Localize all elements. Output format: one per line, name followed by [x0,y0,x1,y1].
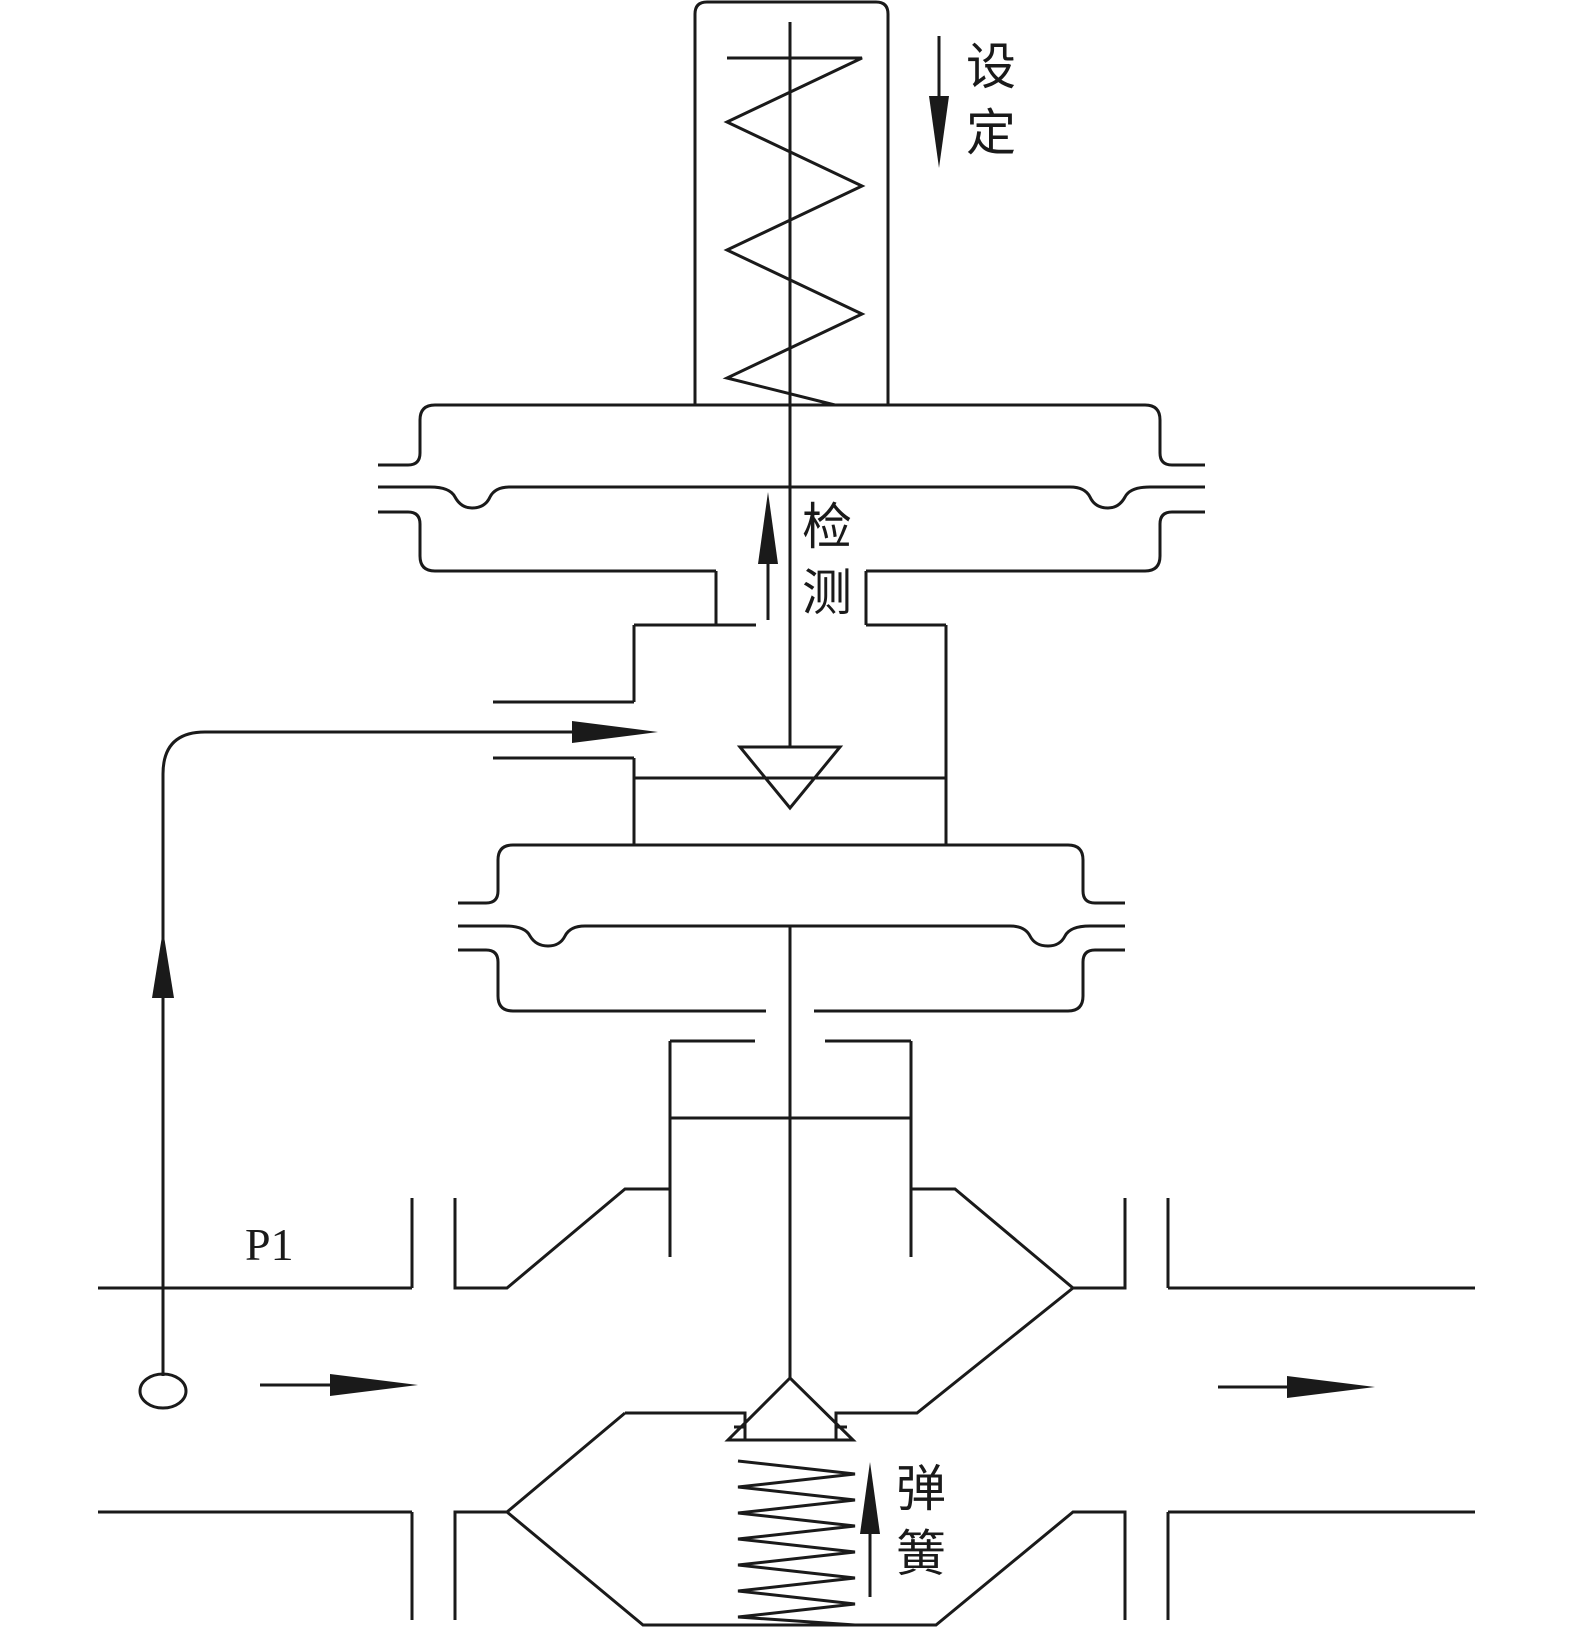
inlet-flow-arrow [260,1374,418,1396]
lower-diaphragm-chamber [458,843,1125,1013]
impulse-line [152,721,658,1376]
label-spring-1: 弹 [896,1461,946,1517]
setting-spring [722,56,866,407]
return-spring [737,1459,856,1627]
outlet-pipe [1166,1198,1475,1620]
label-setting-2: 定 [966,105,1016,161]
label-detection-2: 测 [802,565,852,621]
main-valve-body [453,1187,1127,1627]
inlet-pipe [98,1198,414,1620]
label-setting-1: 设 [966,39,1016,95]
pressure-tap [138,1372,188,1410]
outlet-flow-arrow [1218,1376,1375,1398]
label-p1: P1 [245,1219,294,1270]
label-detection-1: 检 [802,499,852,555]
setting-spring-housing [693,0,890,405]
setting-arrow [929,36,949,168]
main-valve-plug [724,1375,857,1442]
detection-arrow [758,492,778,620]
label-spring-2: 簧 [896,1526,946,1582]
pilot-valve-body [493,623,948,845]
spring-arrow [860,1462,880,1597]
